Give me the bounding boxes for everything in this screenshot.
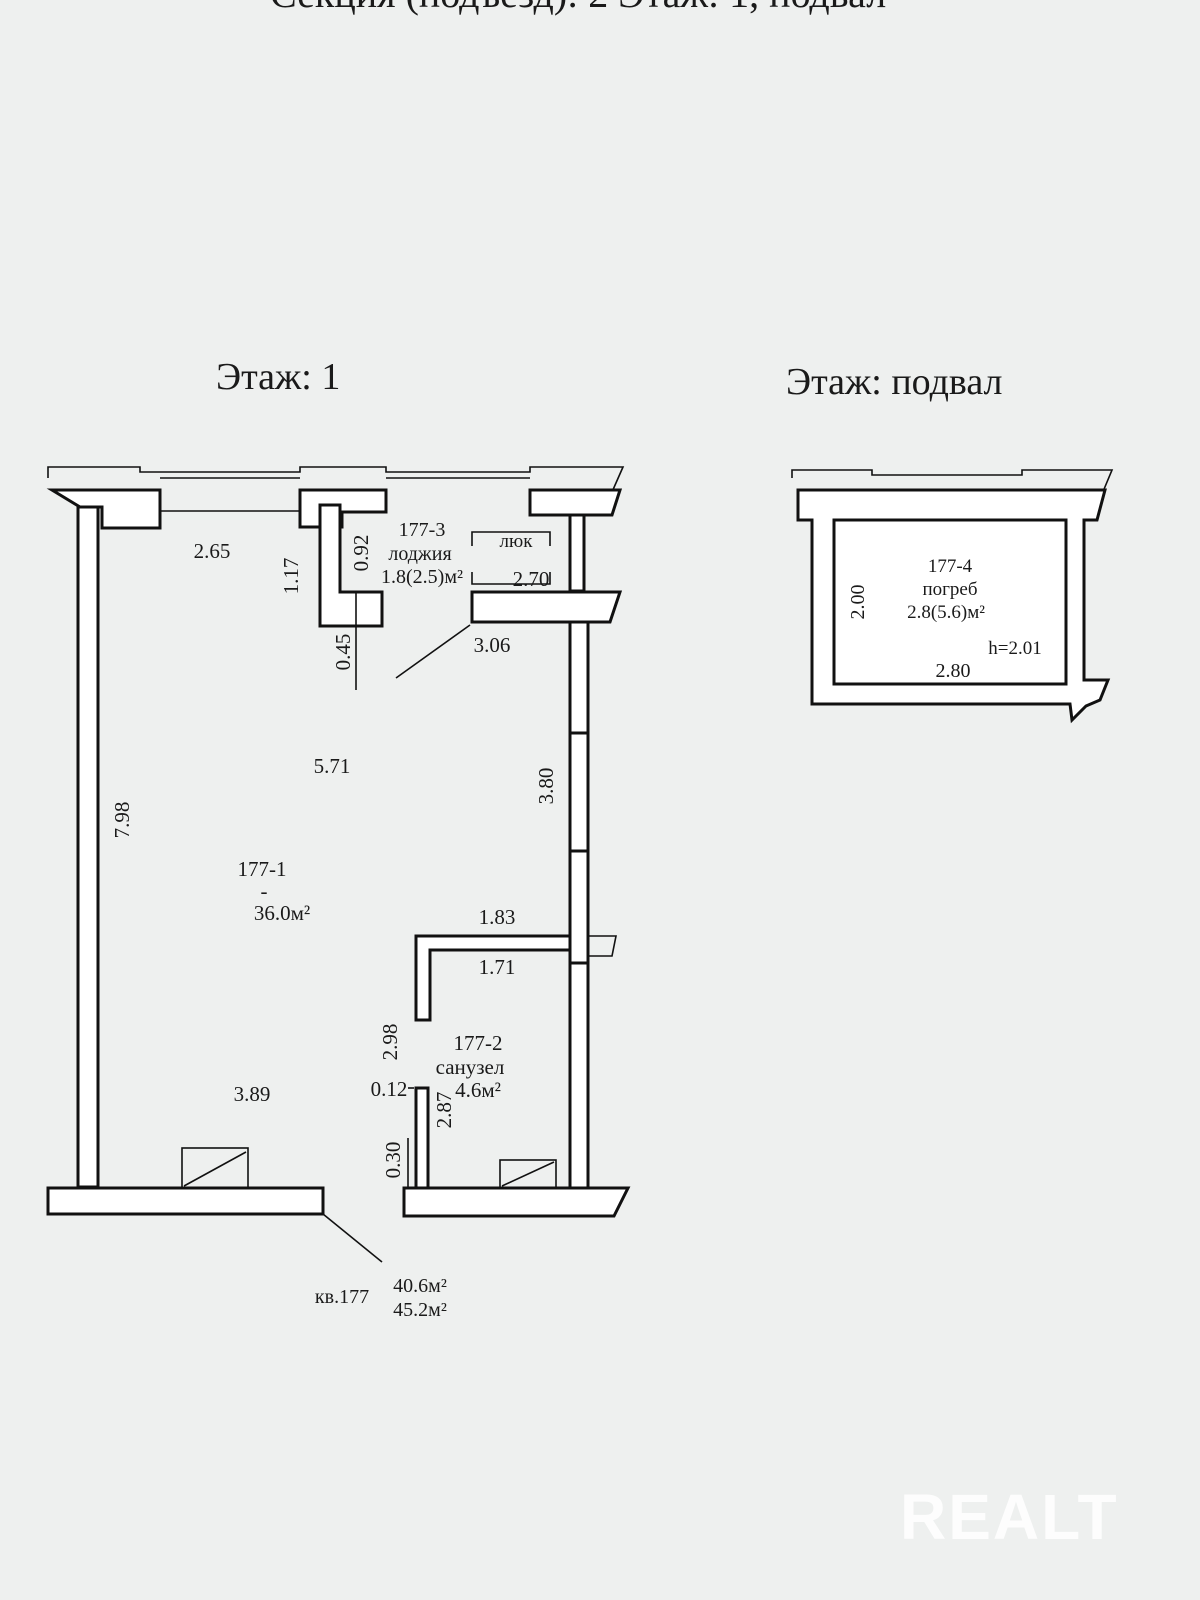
vent-diagonal	[183, 1151, 247, 1187]
wall-right-seg	[568, 620, 590, 735]
hatch-outline	[471, 531, 551, 546]
wall-right-upper	[568, 513, 586, 593]
loggia-name: лоджия	[388, 543, 451, 565]
leader-line	[395, 624, 471, 679]
dim-1-71: 1.71	[479, 955, 516, 979]
dim-2-65: 2.65	[194, 539, 231, 563]
wall-top-right	[528, 488, 623, 517]
dim-2-00: 2.00	[847, 585, 869, 620]
dim-0-45: 0.45	[331, 634, 355, 671]
floor1-title: Этаж: 1	[216, 356, 341, 398]
wall-top-middle	[298, 488, 388, 529]
floor1-labels: 177-3 лоджия 1.8(2.5)м² люк 177-1 - 36.0…	[110, 519, 558, 1321]
apartment-area-total: 45.2м²	[393, 1299, 447, 1321]
loggia-area: 1.8(2.5)м²	[381, 566, 463, 588]
dim-2-98: 2.98	[378, 1024, 402, 1061]
wall-bathroom-lower	[414, 1086, 430, 1190]
wall-left	[76, 505, 100, 1189]
living-dash: -	[261, 879, 268, 903]
top-outer-wall	[47, 466, 625, 493]
bathroom-area: 4.6м²	[455, 1078, 501, 1102]
wall-right-seg	[568, 731, 590, 853]
cellar-room	[832, 518, 1068, 686]
wall-loggia-bottom	[470, 590, 623, 624]
right-wall-stub	[588, 935, 617, 957]
dim-0-92: 0.92	[349, 535, 373, 572]
vent-box	[181, 1147, 249, 1189]
dim-2-87: 2.87	[432, 1092, 456, 1129]
bathroom-name: санузел	[436, 1055, 505, 1079]
apartment-number: кв.177	[315, 1286, 369, 1308]
dim-0-30: 0.30	[381, 1142, 405, 1179]
dim-1-83: 1.83	[479, 905, 516, 929]
vent-diagonal	[501, 1161, 555, 1187]
cellar-area: 2.8(5.6)м²	[907, 602, 985, 623]
dim-0-12: 0.12	[371, 1077, 408, 1101]
dim-3-80: 3.80	[534, 768, 558, 805]
apartment-area-living: 40.6м²	[393, 1275, 447, 1297]
cellar-id: 177-4	[928, 556, 973, 577]
basement-title: Этаж: подвал	[786, 361, 1003, 403]
dim-3-89: 3.89	[234, 1082, 271, 1106]
leader-line	[322, 1213, 383, 1263]
cellar-height: h=2.01	[988, 638, 1041, 659]
wall-right-seg	[568, 849, 590, 965]
wall-bottom-right	[402, 1186, 631, 1218]
vent-box	[499, 1159, 557, 1189]
dim-2-70: 2.70	[513, 567, 550, 591]
floor1-plan	[46, 466, 631, 1263]
loggia-id: 177-3	[399, 519, 446, 541]
wall-loggia-left	[318, 503, 384, 628]
section-header: Секция (подъезд): 2 Этаж: 1, подвал	[270, 0, 886, 17]
dim-2-80: 2.80	[936, 660, 971, 682]
dim-7-98: 7.98	[110, 802, 134, 839]
wall-bottom-left	[46, 1186, 325, 1216]
living-area: 36.0м²	[254, 901, 310, 925]
hatch-outline	[471, 572, 551, 585]
wall-right-lower	[568, 961, 590, 1190]
wall-top-left	[46, 488, 162, 530]
dim-3-06: 3.06	[474, 633, 511, 657]
living-id: 177-1	[238, 857, 287, 881]
realt-watermark-logo: REALT	[900, 1481, 1119, 1553]
hatch-label: люк	[500, 531, 534, 552]
wall-bathroom-partition	[414, 934, 572, 1022]
cellar-name: погреб	[922, 579, 977, 600]
dim-1-17: 1.17	[279, 558, 303, 595]
dim-5-71: 5.71	[314, 754, 351, 778]
basement-plan: 177-4 погреб 2.8(5.6)м² h=2.01 2.00 2.80	[791, 469, 1114, 724]
bathroom-id: 177-2	[454, 1031, 503, 1055]
basement-top-outer	[791, 469, 1114, 495]
